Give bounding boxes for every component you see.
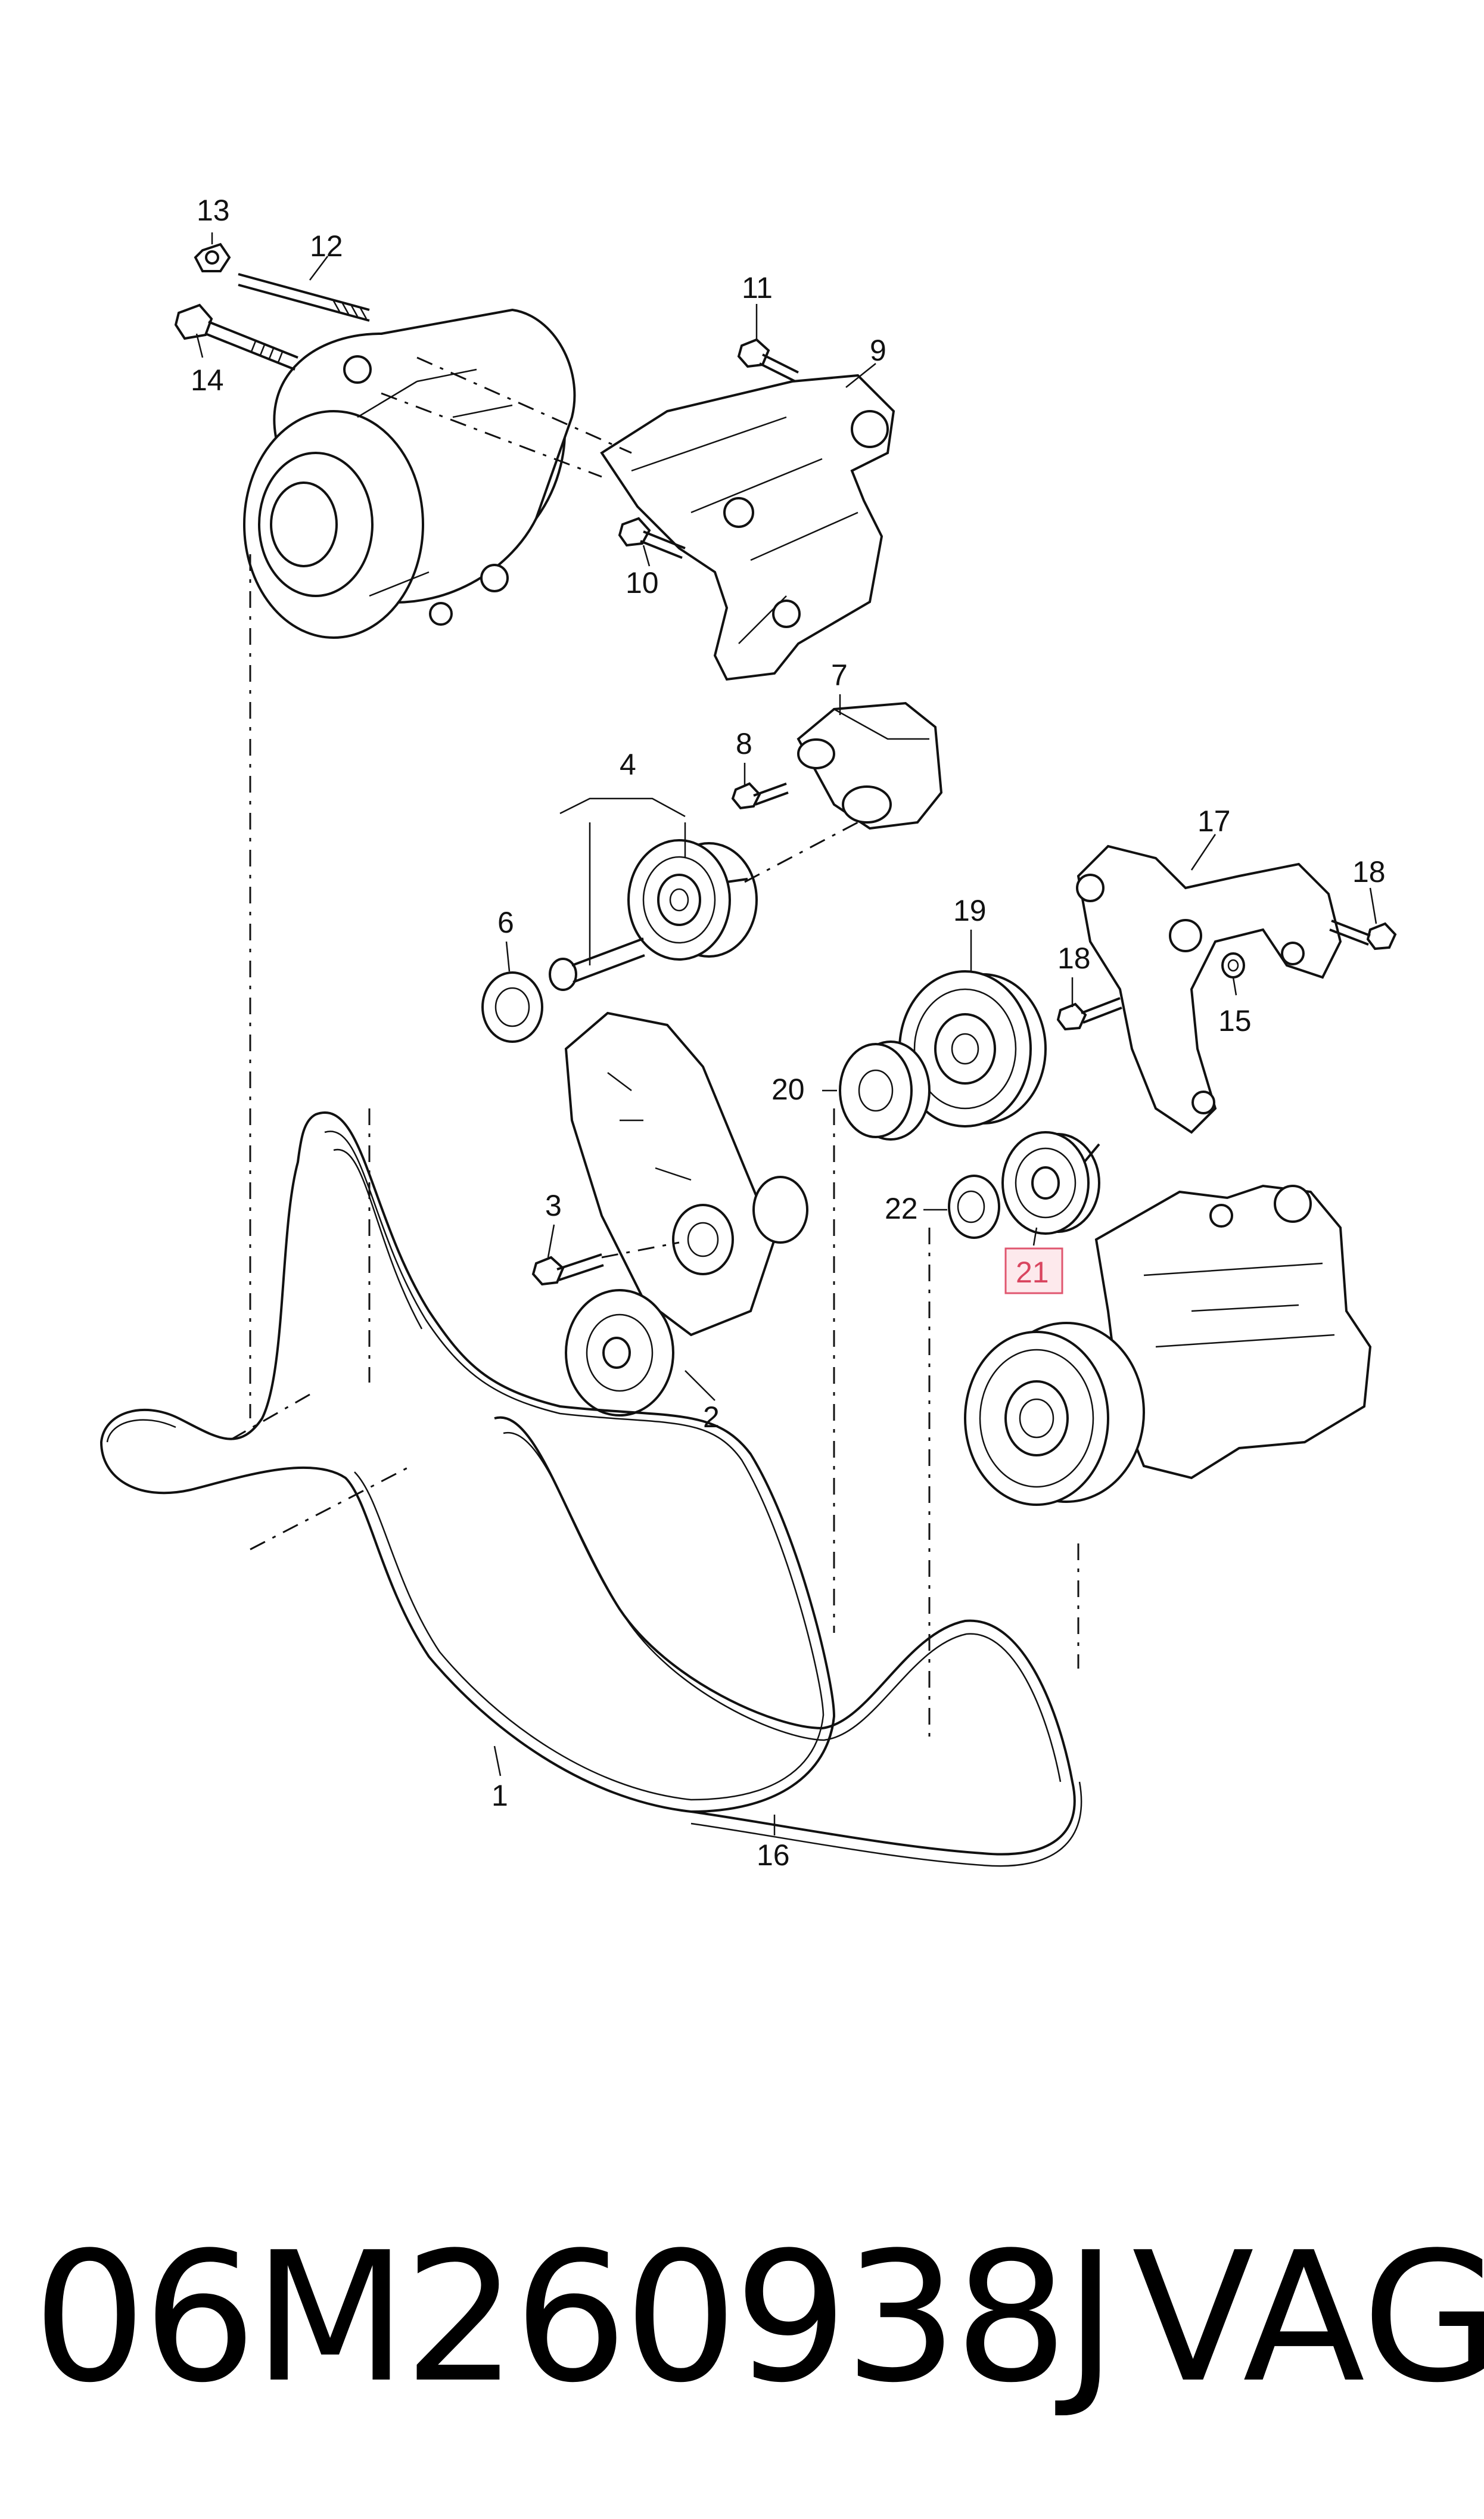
callout-17: 17 xyxy=(1197,805,1231,838)
callout-3: 3 xyxy=(545,1189,562,1222)
callout-21-highlight xyxy=(1004,1247,1063,1294)
cap-22 xyxy=(948,1175,1000,1239)
idler-pulley-21 xyxy=(1001,1131,1100,1235)
callout-16: 16 xyxy=(757,1838,790,1872)
brand-label: VAG xyxy=(1132,2214,1484,2422)
callout-4: 4 xyxy=(620,748,636,781)
callout-9: 9 xyxy=(870,334,886,367)
callout-7: 7 xyxy=(831,659,848,692)
callout-18-right: 18 xyxy=(1352,855,1386,889)
callout-12: 12 xyxy=(310,229,343,263)
cap-6 xyxy=(481,971,543,1043)
callout-18-left: 18 xyxy=(1057,942,1091,975)
callout-10: 10 xyxy=(626,566,659,600)
callout-6: 6 xyxy=(497,906,514,939)
callout-8: 8 xyxy=(736,727,752,760)
nut-13 xyxy=(194,243,231,272)
bracket-9 xyxy=(600,374,895,681)
bolt-10 xyxy=(618,517,686,559)
callout-19: 19 xyxy=(953,894,987,927)
ribbed-belt-16 xyxy=(494,1416,1082,1867)
ac-compressor xyxy=(964,1184,1372,1506)
callout-22: 22 xyxy=(885,1192,918,1225)
leader-lines xyxy=(195,232,1377,1835)
exploded-parts-diagram: 13 12 14 11 9 10 7 8 4 6 3 2 1 16 17 18 … xyxy=(99,194,1397,1872)
bracket-17 xyxy=(1076,844,1342,1134)
bolt-14 xyxy=(174,303,298,371)
bolt-18-left xyxy=(1056,997,1122,1031)
callout-13: 13 xyxy=(197,194,230,227)
pulley-20 xyxy=(839,1040,931,1141)
bracket-7 xyxy=(797,701,943,830)
pulley-19 xyxy=(898,970,1047,1128)
bolt-12 xyxy=(238,273,370,322)
idler-pulley-4 xyxy=(627,839,758,961)
callout-labels: 13 12 14 11 9 10 7 8 4 6 3 2 1 16 17 18 … xyxy=(191,194,1386,1872)
bolt-18-right xyxy=(1329,920,1397,951)
bolt-4 xyxy=(549,937,645,991)
alternator xyxy=(243,308,576,639)
callout-20: 20 xyxy=(771,1073,805,1106)
callout-2: 2 xyxy=(703,1400,720,1434)
callout-15: 15 xyxy=(1218,1004,1252,1038)
callout-1: 1 xyxy=(491,1779,508,1812)
bolt-3 xyxy=(531,1253,604,1286)
bolt-8 xyxy=(731,782,789,810)
callout-14: 14 xyxy=(191,364,224,397)
callout-11: 11 xyxy=(742,271,773,305)
bolt-11 xyxy=(737,338,799,383)
washer-15 xyxy=(1221,952,1245,979)
footer: 06M260938J VAG xyxy=(0,2205,1484,2431)
ribbed-belt-1 xyxy=(99,1111,836,1813)
callout-21: 21 xyxy=(1016,1256,1049,1289)
belt-tensioner-2 xyxy=(564,1011,808,1417)
part-number: 06M260938J xyxy=(33,2214,1117,2422)
